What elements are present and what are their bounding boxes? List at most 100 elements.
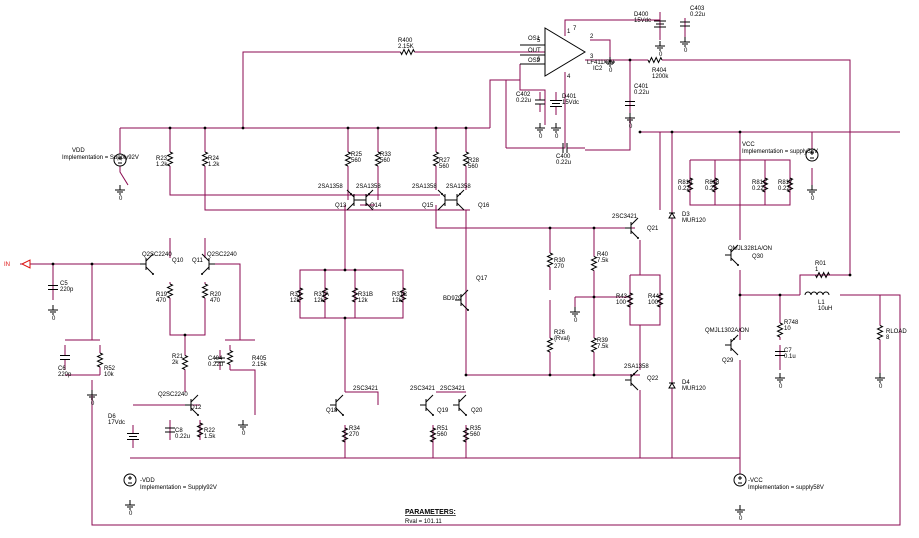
r35-ref-label: R35 xyxy=(470,426,482,432)
l1-inductor xyxy=(804,291,830,296)
opamp-pin-os2: OS2 xyxy=(528,58,541,64)
c404-capacitor xyxy=(215,350,225,370)
wire xyxy=(299,269,404,319)
r43-ref-label: R43 xyxy=(616,294,628,300)
junction xyxy=(592,373,596,377)
wire xyxy=(169,300,206,336)
ground-symbol: 0 xyxy=(680,37,690,54)
r21-resistor xyxy=(181,350,189,375)
ground-symbol: 0 xyxy=(655,41,665,58)
r748-value-label: 10 xyxy=(784,326,791,332)
ground-symbol: 0 xyxy=(625,113,635,130)
r26-resistor xyxy=(546,335,554,355)
r810-value-label: 0.22 xyxy=(678,186,690,192)
junction xyxy=(241,126,245,130)
c402-value-label: 0.22u xyxy=(516,98,531,104)
ground-label: 0 xyxy=(684,48,688,54)
q11-transistor xyxy=(201,253,215,275)
r26-ref-label: R26 xyxy=(554,330,566,336)
neg-vcc-source xyxy=(733,473,747,487)
vdd-impl-label: Implementation = Supply92V xyxy=(62,155,139,161)
ground-label: 0 xyxy=(574,318,578,324)
r22-ref-label: R22 xyxy=(204,428,216,434)
q14-transistor xyxy=(360,189,374,211)
r31c-resistor xyxy=(399,285,407,305)
junction xyxy=(51,262,55,266)
r31c-ref-label: R31C xyxy=(392,292,408,298)
r01-value-label: 1 xyxy=(815,267,819,273)
r27-resistor xyxy=(432,150,440,168)
q13-ref-label: 2SA1358 xyxy=(318,184,343,190)
wire xyxy=(91,380,520,526)
ground-label: 0 xyxy=(659,52,663,58)
junction xyxy=(592,226,596,230)
d401-value-label: 15Vdc xyxy=(562,100,579,106)
vcc-name-label: VCC xyxy=(742,142,755,148)
c403-value-label: 0.22u xyxy=(690,12,705,18)
q30-value-label: QMJL3281A/ON xyxy=(728,246,772,252)
c402-ref-label: C402 xyxy=(516,92,531,98)
wire xyxy=(345,391,379,405)
pin-number: 3 xyxy=(590,54,594,60)
r26-value-label: {Rval} xyxy=(554,336,570,342)
r52-value-label: 10k xyxy=(104,372,115,378)
junction xyxy=(778,293,782,297)
wire xyxy=(489,79,520,128)
c6-capacitor xyxy=(60,345,70,370)
c8-ref-label: C8 xyxy=(175,428,183,434)
pin-number: 4 xyxy=(567,74,571,80)
r404-ref-label: R404 xyxy=(652,68,667,74)
opamp-part-label: LF411/ON xyxy=(587,60,614,66)
d400-ref-label: D400 xyxy=(634,12,649,18)
r31c-value-label: 12k xyxy=(392,298,403,304)
q19-transistor xyxy=(420,394,434,416)
ground-symbol: 0 xyxy=(238,420,248,437)
d6-ref-label: D6 xyxy=(108,414,116,420)
q15-ref-label: 2SA1358 xyxy=(412,184,437,190)
ground-symbol: 0 xyxy=(125,500,135,517)
q29-ref-label: QMJL1302A/ON xyxy=(705,328,749,334)
d400-value-label: 15Vdc xyxy=(634,18,651,24)
r400-resistor xyxy=(395,48,420,56)
ground-symbol: 0 xyxy=(48,305,58,322)
l1-value-label: 10uH xyxy=(818,306,832,312)
r34-ref-label: R34 xyxy=(349,426,361,432)
r31b-resistor xyxy=(351,285,359,305)
ground-label: 0 xyxy=(129,511,133,517)
q17-ref-label: Q17 xyxy=(476,276,488,282)
parameters-title: PARAMETERS: xyxy=(405,509,456,516)
junction xyxy=(548,226,552,230)
r31b-ref-label: R31B xyxy=(358,292,373,298)
r81c-ref-label: R81C xyxy=(752,180,768,186)
d3-ref-label: D3 xyxy=(682,212,690,218)
q22-ref-label: 2SA1358 xyxy=(624,364,649,370)
r31a-ref-label: R31A xyxy=(314,292,329,298)
ground-symbol: 0 xyxy=(551,123,561,140)
r27-value-label: 560 xyxy=(439,164,450,170)
ground-label: 0 xyxy=(555,134,559,140)
vdd-name-label: VDD xyxy=(72,148,85,154)
ground-label: 0 xyxy=(879,384,883,390)
r51-ref-label: R51 xyxy=(437,426,449,432)
ground-label: 0 xyxy=(629,124,633,130)
r817-value-label: 0.22 xyxy=(778,186,790,192)
d6-value-label: 17Vdc xyxy=(108,420,125,426)
pin-number: 2 xyxy=(590,34,594,40)
q12-ref-label: Q2SC2240 xyxy=(158,392,188,398)
r52-resistor xyxy=(96,345,104,375)
r44-resistor xyxy=(656,290,664,310)
ground-label: 0 xyxy=(52,316,56,322)
c403-ref-label: C403 xyxy=(690,6,705,12)
q20-ref-label: 2SC3421 xyxy=(440,386,466,392)
r27-ref-label: R27 xyxy=(439,158,451,164)
ground-label: 0 xyxy=(242,431,246,437)
d4-value-label: MUR120 xyxy=(682,386,706,392)
wire xyxy=(564,19,640,36)
r31-resistor xyxy=(296,285,304,305)
r22-resistor xyxy=(196,420,204,440)
q14-ref-label: 2SA1358 xyxy=(356,184,381,190)
wire xyxy=(465,300,640,376)
r34-value-label: 270 xyxy=(349,432,360,438)
c400-value-label: 0.22u xyxy=(556,160,571,166)
r22-value-label: 1.5k xyxy=(204,434,216,440)
